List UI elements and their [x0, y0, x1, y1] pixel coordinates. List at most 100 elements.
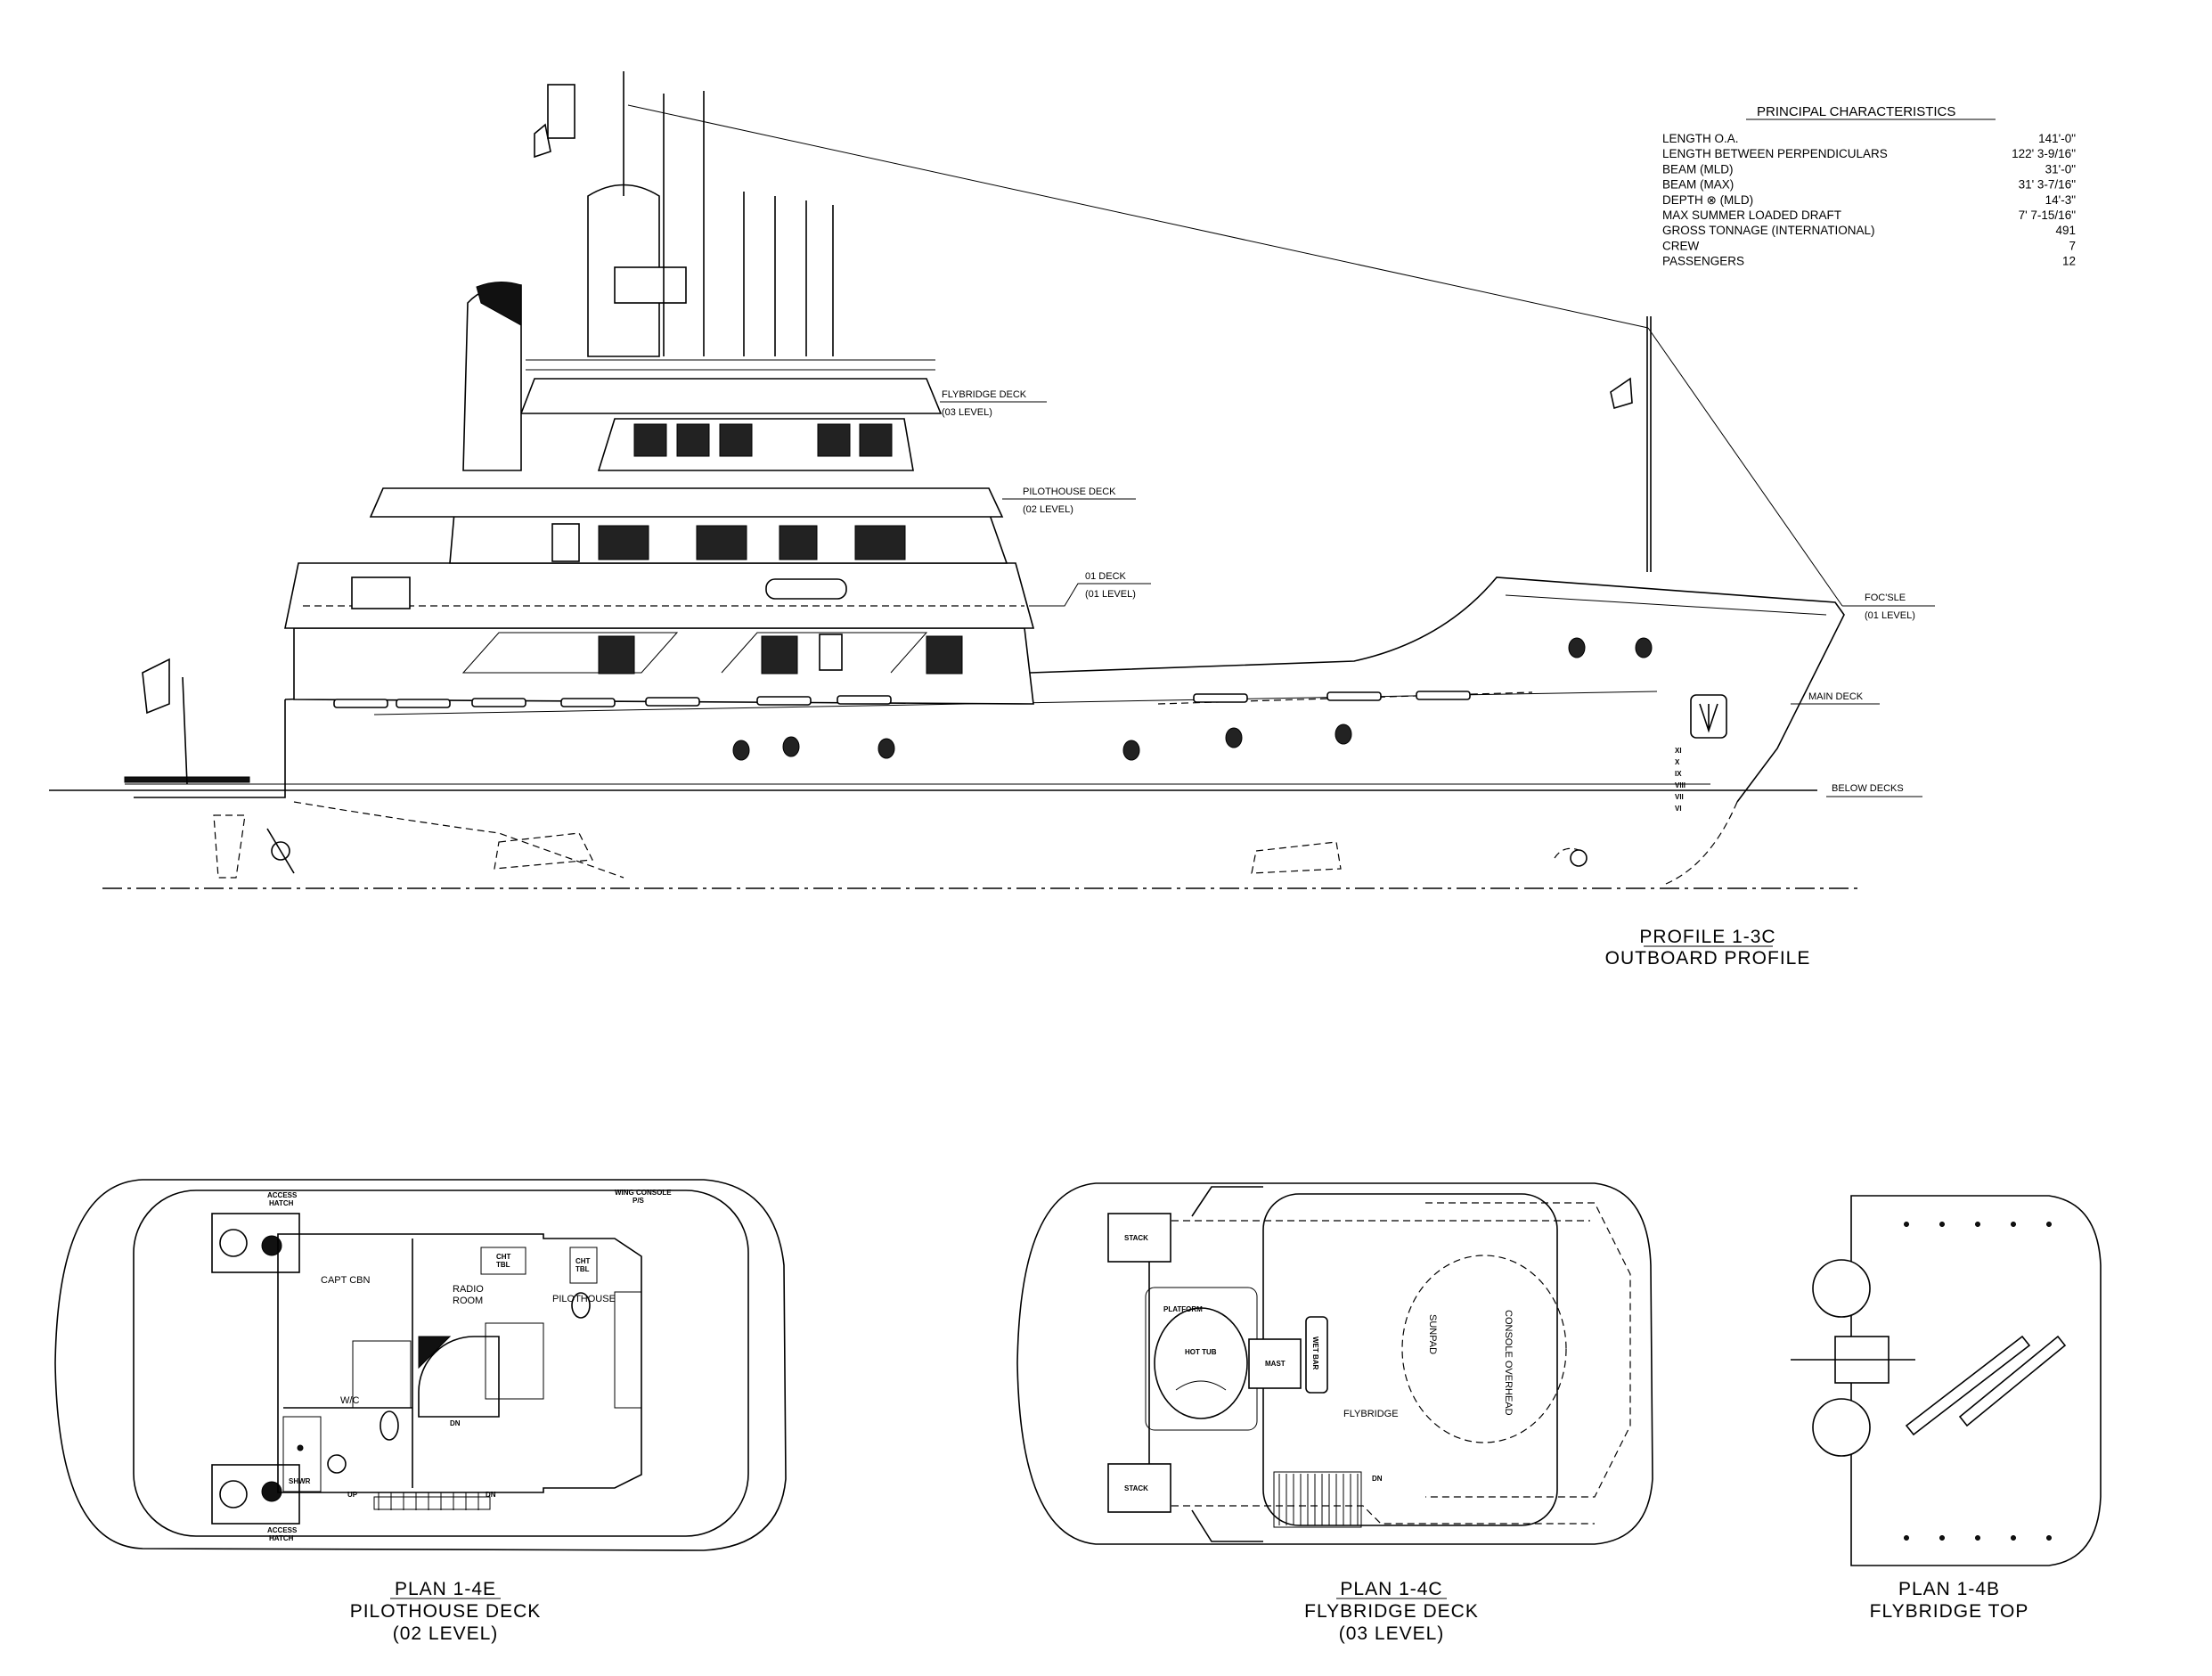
deckhouse — [277, 1233, 642, 1493]
label-access-top: ACCESS — [267, 1191, 298, 1199]
plan-4c-title: PLAN 1-4C — [1340, 1579, 1442, 1599]
label-focsle: FOC'SLE — [1865, 593, 1906, 603]
label-flybridge: FLYBRIDGE — [1343, 1409, 1399, 1419]
label-sunpad: SUNPAD — [1427, 1314, 1438, 1354]
deck-locker — [396, 699, 451, 708]
plan-flybridge-top: PLAN 1-4B FLYBRIDGE TOP — [1791, 1195, 2102, 1622]
label-dn-aft: DN — [486, 1491, 496, 1499]
antenna-bar-1 — [1905, 1335, 2031, 1436]
plan-pilothouse-deck: CAPT CBN RADIO ROOM PILOTHOUSE W/C SHWR … — [54, 1179, 787, 1644]
deck-locker — [471, 698, 526, 707]
label-01-deck: 01 DECK — [1085, 571, 1127, 582]
leader-line — [1029, 583, 1151, 607]
deck-lockers — [333, 691, 1471, 708]
window — [859, 423, 893, 457]
sink-icon — [327, 1454, 347, 1474]
label-flybridge-deck: FLYBRIDGE DECK — [942, 389, 1027, 400]
deck-outline — [54, 1179, 787, 1551]
vent-icon — [261, 1235, 282, 1256]
label-02-level: (02 LEVEL) — [1023, 504, 1073, 515]
funnel-cap — [476, 282, 522, 326]
helm-chair-icon — [571, 1292, 591, 1319]
antennas — [663, 91, 834, 356]
propeller-blade — [266, 828, 295, 874]
label-access-bottom: ACCESS — [267, 1526, 298, 1534]
forestay-upper — [627, 104, 1649, 329]
house-sides — [1191, 1186, 1263, 1542]
stabilizer-fwd — [1251, 841, 1342, 874]
mast-box — [1248, 1338, 1302, 1389]
characteristic-label: PASSENGERS — [1662, 255, 1744, 268]
pilothouse-bulwark — [369, 487, 1004, 518]
vent-icon — [261, 1481, 282, 1502]
label-dn-spiral: DN — [450, 1419, 461, 1427]
room-pilothouse: PILOTHOUSE — [552, 1294, 616, 1304]
main-deck-house — [293, 627, 1034, 705]
plan-4c-level: (03 LEVEL) — [1339, 1623, 1445, 1644]
shower — [282, 1416, 322, 1492]
characteristic-label: DEPTH ⊗ (MLD) — [1662, 193, 1753, 207]
porthole — [1335, 724, 1352, 745]
overhead-dashes — [1171, 1220, 1595, 1525]
characteristic-label: BEAM (MLD) — [1662, 162, 1734, 176]
bow-thruster-tunnel — [1554, 847, 1579, 859]
stack-box-1 — [1107, 1213, 1171, 1263]
rudder — [213, 814, 246, 879]
characteristic-row: BEAM (MLD) 31'-0" — [1662, 162, 2076, 176]
stair-landing — [373, 1496, 491, 1510]
plan-4b-subtitle: FLYBRIDGE TOP — [1870, 1601, 2029, 1622]
focsle-deck-line — [1505, 594, 1827, 616]
mast-bracket — [547, 84, 575, 139]
label-hatch-top: HATCH — [269, 1199, 294, 1207]
hull-portholes — [732, 637, 1653, 761]
draft-mark: IX — [1675, 770, 1682, 778]
window — [854, 525, 906, 560]
fitting-dot — [2011, 1535, 2016, 1541]
room-radio-room: ROOM — [453, 1296, 483, 1306]
window — [676, 423, 710, 457]
deck-locker — [756, 696, 812, 706]
fitting-dot — [1975, 1535, 1980, 1541]
drain-icon — [297, 1444, 304, 1451]
chart-table-2 — [569, 1247, 598, 1284]
window — [926, 635, 963, 674]
label-wet-bar: WET BAR — [1311, 1337, 1319, 1370]
label-pilothouse-deck: PILOTHOUSE DECK — [1023, 486, 1116, 497]
door — [551, 523, 580, 562]
profile-subtitle: OUTBOARD PROFILE — [1605, 948, 1811, 969]
fan-icon — [219, 1480, 248, 1508]
label-wing-console: WING CONSOLE — [615, 1189, 672, 1197]
stair-core — [418, 1336, 452, 1369]
label-cht-1: CHT — [496, 1253, 511, 1261]
label-dn: DN — [1372, 1475, 1383, 1483]
flag-aft-mast — [534, 123, 551, 159]
deck-labels: FLYBRIDGE DECK (03 LEVEL) PILOTHOUSE DEC… — [940, 389, 1935, 797]
hull-sheer — [284, 576, 1845, 803]
stair — [1273, 1471, 1362, 1528]
settee — [485, 1322, 544, 1400]
wet-bar — [1305, 1316, 1328, 1394]
label-shwr: SHWR — [289, 1477, 311, 1485]
label-up: UP — [347, 1491, 358, 1499]
chart-table-1 — [480, 1247, 526, 1275]
fitting-dot — [1939, 1535, 1945, 1541]
plan-4e-level: (02 LEVEL) — [393, 1623, 499, 1644]
characteristic-label: MAX SUMMER LOADED DRAFT — [1662, 208, 1841, 222]
characteristic-label: LENGTH O.A. — [1662, 132, 1739, 145]
porthole — [877, 738, 895, 759]
fitting-dot — [1975, 1222, 1980, 1227]
characteristic-value: 12 — [2062, 255, 2076, 268]
window — [696, 525, 747, 560]
characteristic-value: 31'-0" — [2045, 162, 2077, 176]
flybridge-roof — [519, 378, 943, 414]
deck-locker — [560, 698, 616, 707]
label-tbl-1: TBL — [496, 1261, 510, 1269]
characteristic-row: LENGTH O.A.141'-0" — [1662, 132, 2076, 145]
porthole — [782, 736, 800, 757]
